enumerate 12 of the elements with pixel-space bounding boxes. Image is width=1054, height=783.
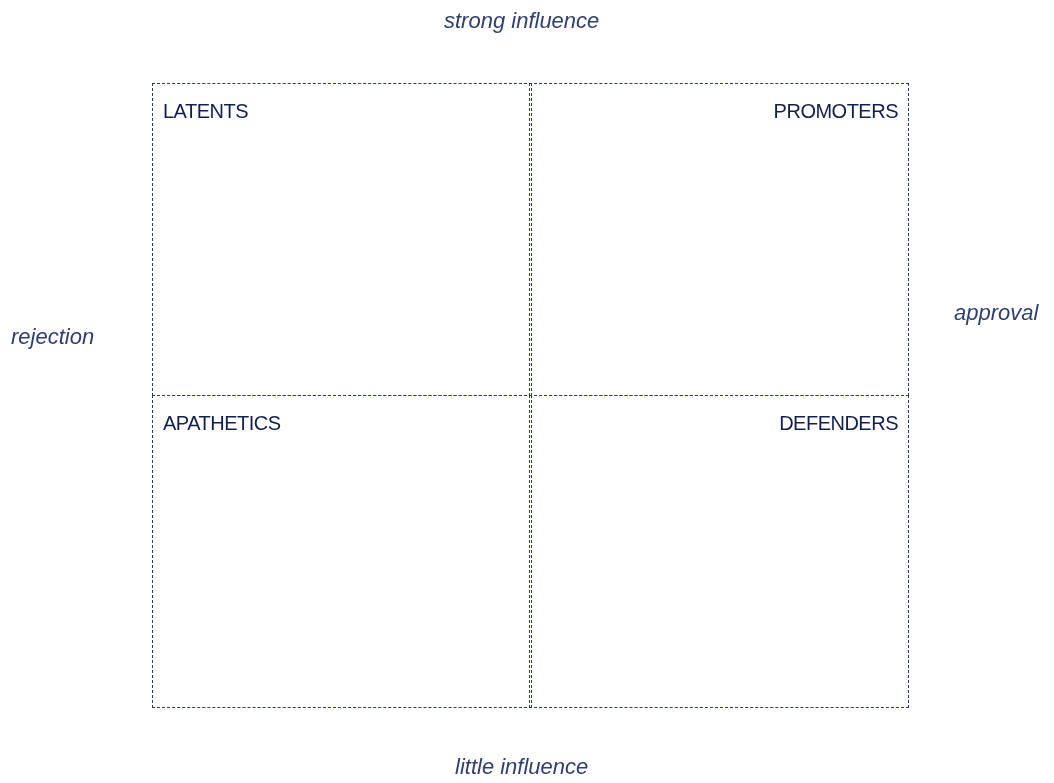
quadrant-title: APATHETICS — [163, 412, 281, 435]
quadrant-title: DEFENDERS — [779, 412, 898, 435]
axis-label: little influence — [455, 754, 589, 780]
quadrant-title: LATENTS — [163, 100, 249, 123]
quadrant-box — [529, 83, 909, 396]
quadrant-title: PROMOTERS — [773, 100, 898, 123]
quadrant-box — [529, 395, 909, 708]
axis-label: approval — [954, 300, 1039, 326]
quadrant-box — [152, 83, 532, 396]
axis-label: strong influence — [444, 8, 600, 34]
quadrant-box — [152, 395, 532, 708]
axis-label: rejection — [11, 324, 95, 350]
